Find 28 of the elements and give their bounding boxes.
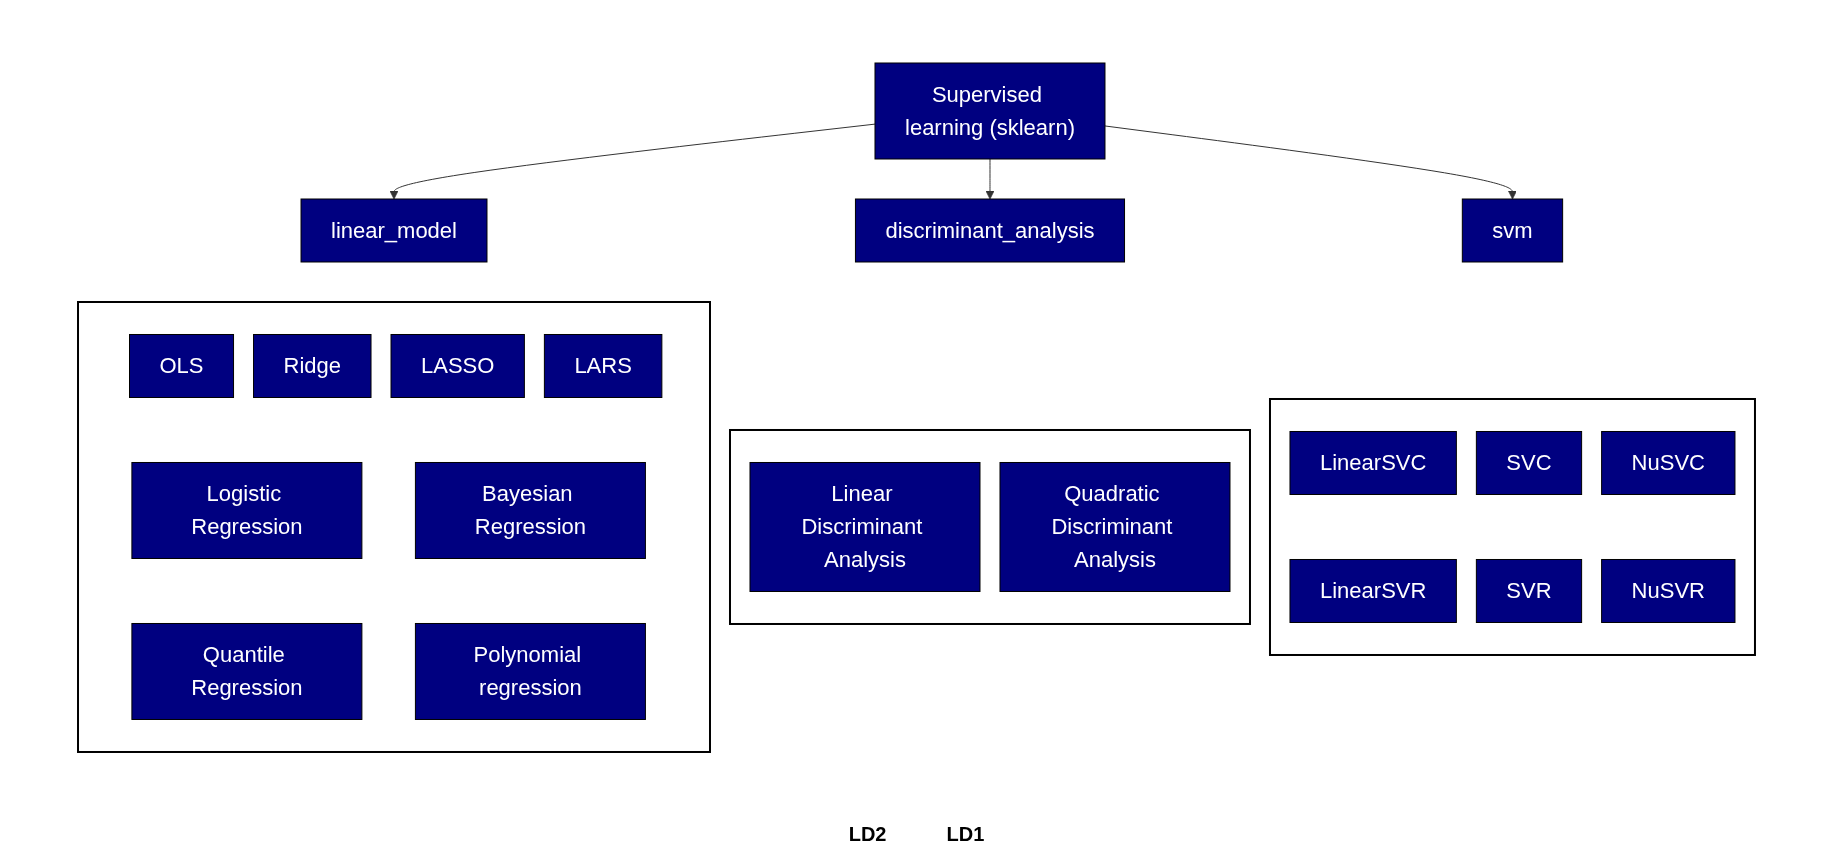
node-box: Quadratic Discriminant Analysis: [999, 462, 1231, 592]
axis-label: LD1: [946, 823, 985, 846]
node-box: Polynomial regression: [414, 623, 646, 720]
node-box: LASSO: [390, 334, 525, 398]
node-box: OLS: [129, 334, 235, 398]
node-box: Supervised learning (sklearn): [874, 62, 1106, 160]
node-box: NuSVC: [1601, 431, 1736, 495]
node-box: Ridge: [253, 334, 372, 398]
node-box: Bayesian Regression: [414, 462, 646, 559]
cluster: [1269, 398, 1756, 656]
node-box: Logistic Regression: [131, 462, 363, 559]
cluster: [77, 301, 711, 753]
node-box: Quantile Regression: [131, 623, 363, 720]
node-box: SVR: [1475, 559, 1583, 623]
node-box: LinearSVR: [1289, 559, 1457, 623]
arrow: [389, 123, 876, 200]
node-box: linear_model: [300, 198, 488, 263]
arrow: [985, 158, 995, 200]
node-box: Linear Discriminant Analysis: [749, 462, 981, 592]
arrow: [1104, 125, 1517, 200]
node-box: svm: [1461, 198, 1564, 263]
node-box: NuSVR: [1601, 559, 1736, 623]
axis-label: LD2: [848, 823, 887, 846]
node-box: LinearSVC: [1289, 431, 1457, 495]
node-box: SVC: [1475, 431, 1583, 495]
node-box: LARS: [543, 334, 663, 398]
cluster: [729, 429, 1251, 625]
node-box: discriminant_analysis: [854, 198, 1126, 263]
